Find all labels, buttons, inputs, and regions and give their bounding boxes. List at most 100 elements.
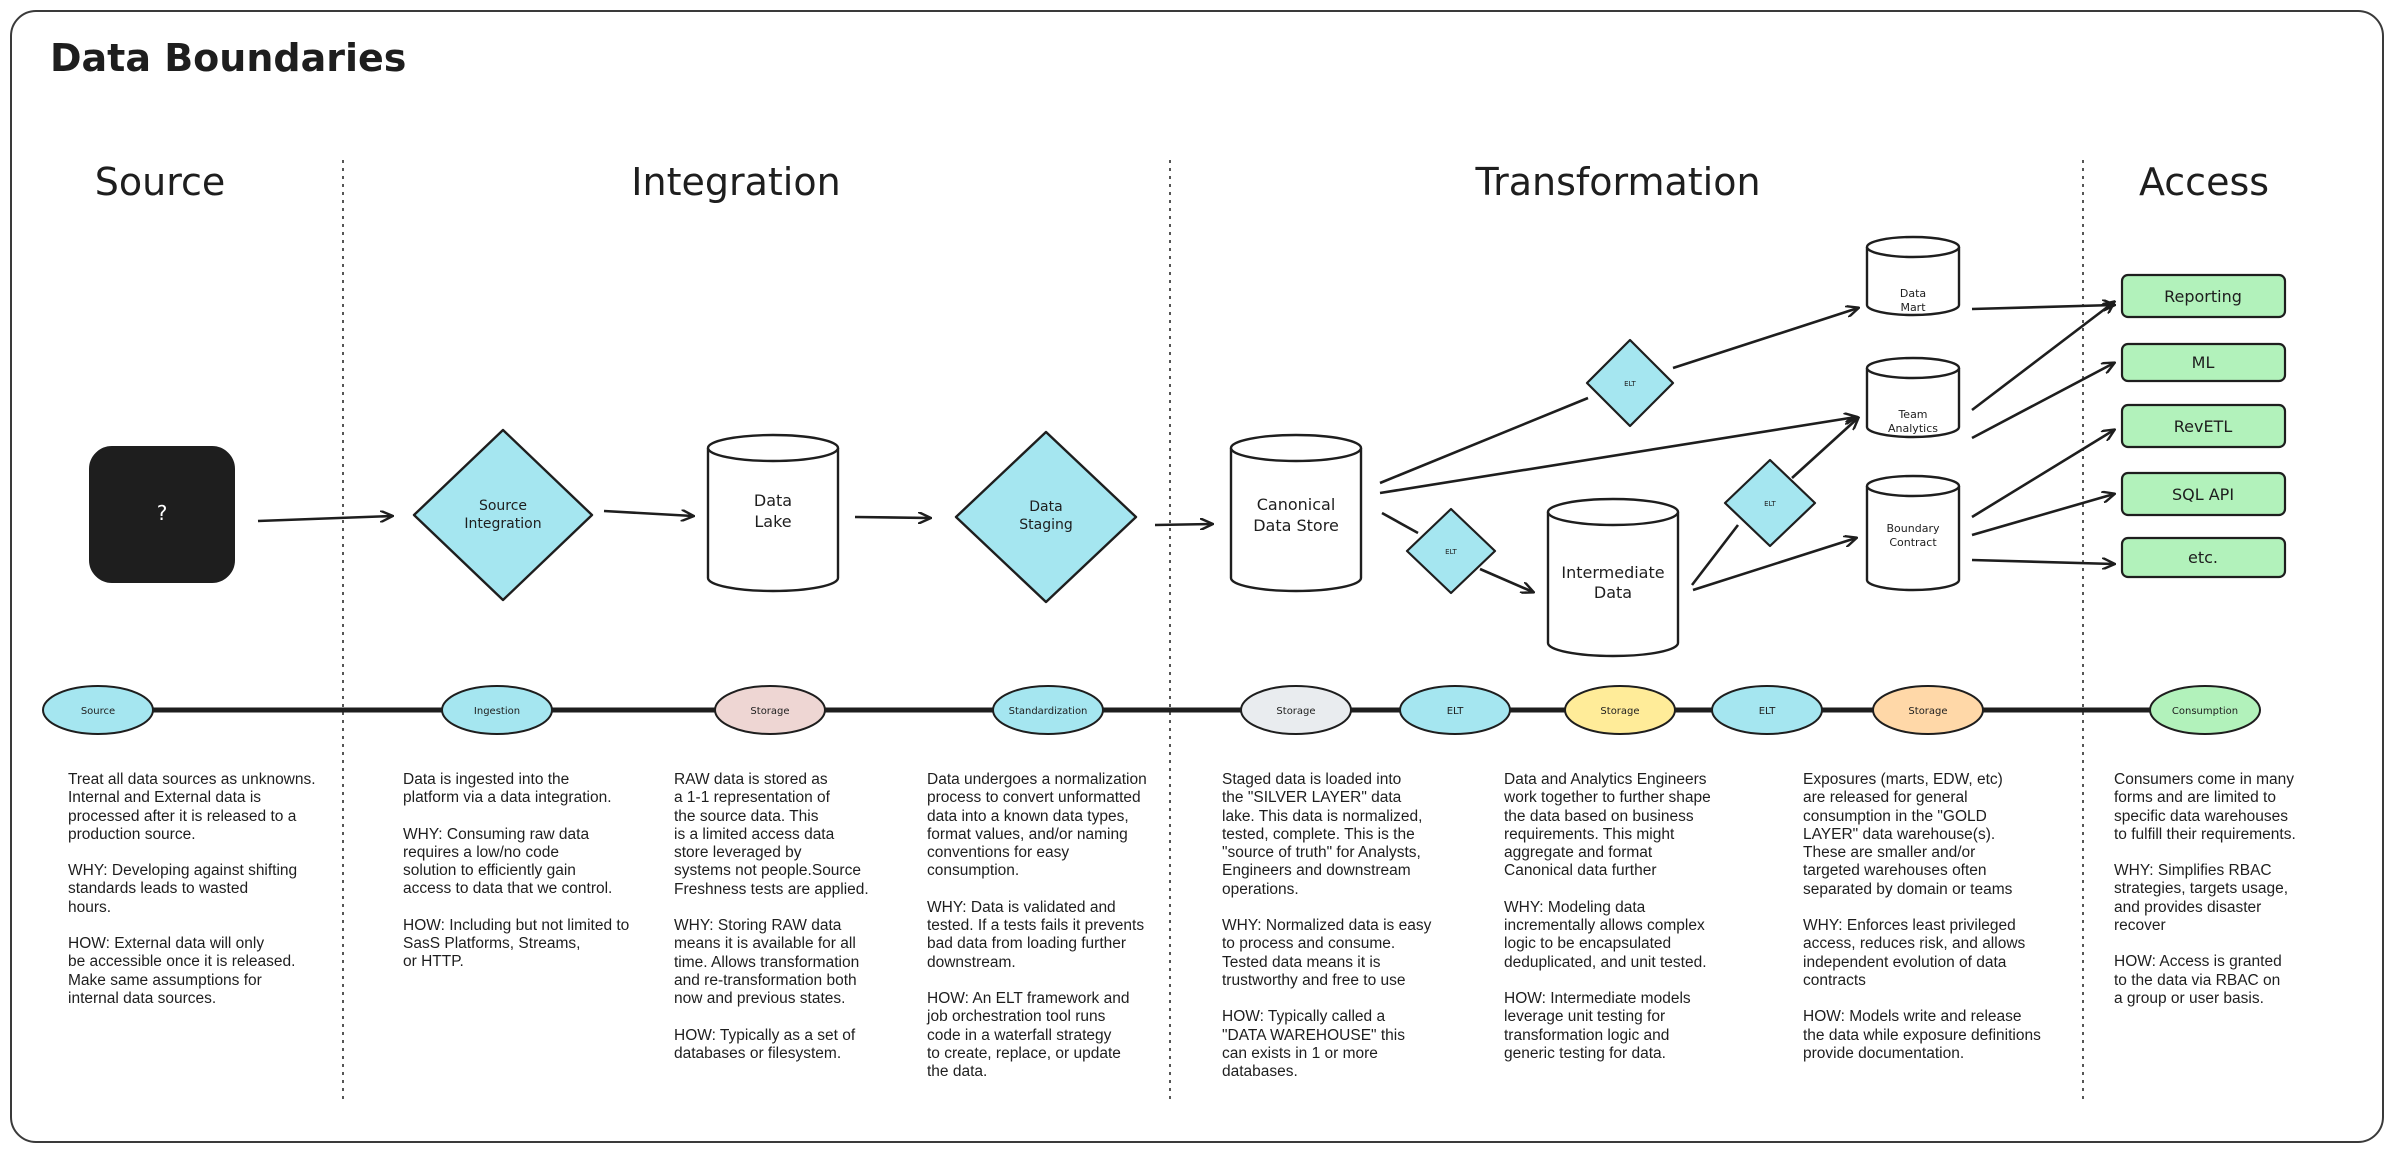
access-reporting: Reporting: [2120, 273, 2287, 319]
description-consumption: Consumers come in many forms and are lim…: [2114, 771, 2364, 1026]
data-staging-node: Data Staging: [954, 430, 1138, 604]
timeline-pill-elt-7: ELT: [1711, 685, 1823, 735]
access-sql-api: SQL API: [2120, 471, 2287, 517]
canonical-label-2: Data Store: [1253, 516, 1339, 535]
unknown-source-label: ?: [157, 501, 168, 525]
description-gold-storage: Exposures (marts, EDW, etc) are released…: [1803, 771, 2073, 1081]
description-modeling-why: WHY: Modeling data incrementally allows …: [1504, 898, 1707, 971]
arrow-elt-upper-to-mart: [1672, 308, 1858, 370]
elt-lower-diamond: ELT: [1405, 507, 1497, 595]
intermediate-data-node: Intermediate Data: [1546, 497, 1680, 658]
intermediate-label-2: Data: [1594, 583, 1632, 602]
timeline-pill-label: Ingestion: [474, 706, 520, 717]
description-gold-storage-how: HOW: Models write and release the data w…: [1803, 1008, 2041, 1062]
access-boxes: Reporting ML RevETL SQL API etc.: [2120, 273, 2287, 579]
access-etc: etc.: [2120, 536, 2287, 579]
elt-upper-label: ELT: [1624, 380, 1636, 388]
arrow-contract-to-revetl: [1971, 430, 2114, 519]
access-etc-label: etc.: [2188, 548, 2218, 567]
timeline-pills: Source Ingestion Storage Standardization Sto…: [42, 685, 2261, 735]
data-mart-node: Data Mart: [1865, 235, 1961, 317]
access-revetl-label: RevETL: [2174, 417, 2233, 436]
phase-source-heading: Source: [95, 160, 226, 204]
description-modeling-how: HOW: Intermediate models leverage unit t…: [1504, 989, 1691, 1062]
timeline-pill-standardization-3: Standardization: [992, 685, 1104, 735]
source-integration-label-1: Source: [479, 498, 527, 514]
data-mart-label-2: Mart: [1900, 301, 1926, 314]
data-mart-label-1: Data: [1900, 287, 1926, 300]
elt-mid-label: ELT: [1764, 500, 1776, 508]
timeline-pill-consumption-9: Consumption: [2149, 685, 2261, 735]
phase-integration-heading: Integration: [631, 160, 840, 204]
timeline-pill-ingestion-1: Ingestion: [441, 685, 553, 735]
line-intermediate-to-elt-mid: [1690, 524, 1740, 586]
data-lake-label-2: Lake: [754, 512, 791, 531]
access-ml: ML: [2120, 342, 2287, 383]
arrow-lake-to-staging: [854, 517, 930, 518]
timeline-pill-label: ELT: [1447, 706, 1465, 717]
timeline-pill-storage-2: Storage: [714, 685, 826, 735]
boundary-contract-node: Boundary Contract: [1865, 474, 1961, 592]
elt-upper-diamond: ELT: [1585, 338, 1675, 428]
timeline-pill-storage-8: Storage: [1872, 685, 1984, 735]
arrow-staging-to-canonical: [1154, 524, 1212, 525]
access-revetl: RevETL: [2120, 403, 2287, 449]
description-source: Treat all data sources as unknowns. Inte…: [68, 771, 338, 1026]
description-raw-storage-how: HOW: Typically as a set of databases or …: [674, 1026, 856, 1062]
description-source-why: WHY: Developing against shifting standar…: [68, 862, 298, 916]
description-ingestion-why: WHY: Consuming raw data requires a low/n…: [403, 825, 613, 898]
unknown-source-node: ?: [89, 446, 235, 583]
description-ingestion: Data is ingested into the platform via a…: [403, 771, 673, 990]
description-standardization-what: Data undergoes a normalization process t…: [927, 771, 1147, 880]
timeline-pill-label: Storage: [1600, 706, 1639, 717]
description-consumption-what: Consumers come in many forms and are lim…: [2114, 771, 2296, 843]
timeline-pill-label: Consumption: [2172, 706, 2238, 717]
arrow-canonical-to-team: [1379, 417, 1856, 495]
diagram-frame: [10, 10, 2384, 1143]
timeline-pill-label: Storage: [750, 706, 789, 717]
data-lake-label-1: Data: [754, 491, 792, 510]
phase-access-heading: Access: [2139, 160, 2269, 204]
elt-lower-label: ELT: [1445, 548, 1457, 556]
description-gold-storage-what: Exposures (marts, EDW, etc) are released…: [1803, 771, 2013, 898]
data-staging-label-2: Staging: [1019, 517, 1073, 533]
description-silver-storage-why: WHY: Normalized data is easy to process …: [1222, 917, 1432, 989]
arrow-integration-to-lake: [603, 511, 693, 516]
description-raw-storage-what: RAW data is stored as a 1-1 representati…: [674, 771, 869, 898]
team-analytics-node: Team Analytics: [1865, 356, 1961, 439]
timeline-pill-label: ELT: [1759, 706, 1777, 717]
arrow-contract-to-etc: [1971, 560, 2114, 564]
description-silver-storage: Staged data is loaded into the "SILVER L…: [1222, 771, 1492, 1099]
timeline-pill-label: Standardization: [1009, 706, 1088, 717]
timeline-pill-elt-5: ELT: [1399, 685, 1511, 735]
arrow-mart-to-reporting: [1971, 305, 2114, 309]
timeline-pill-storage-4: Storage: [1240, 685, 1352, 735]
team-analytics-label-2: Analytics: [1888, 422, 1938, 435]
arrow-intermediate-to-contract: [1692, 538, 1856, 592]
boundary-contract-label-2: Contract: [1889, 536, 1937, 549]
description-source-what: Treat all data sources as unknowns. Inte…: [68, 771, 316, 843]
description-standardization: Data undergoes a normalization process t…: [927, 771, 1197, 1099]
line-canonical-to-elt-lower: [1381, 511, 1419, 535]
description-consumption-how: HOW: Access is granted to the data via R…: [2114, 953, 2282, 1007]
arrow-elt-mid-to-team: [1791, 418, 1858, 479]
canonical-data-store-node: Canonical Data Store: [1229, 433, 1363, 593]
description-source-how: HOW: External data will only be accessib…: [68, 935, 296, 1007]
elt-mid-diamond: ELT: [1723, 458, 1817, 548]
access-sql-api-label: SQL API: [2172, 485, 2234, 504]
timeline-pill-source-0: Source: [42, 685, 154, 735]
timeline-pill-label: Source: [81, 706, 115, 717]
boundary-contract-label-1: Boundary: [1887, 522, 1940, 535]
arrow-team-to-ml: [1971, 363, 2114, 440]
timeline-pill-label: Storage: [1908, 706, 1947, 717]
timeline-pill-label: Storage: [1276, 706, 1315, 717]
data-lake-node: Data Lake: [706, 433, 840, 593]
canonical-label-1: Canonical: [1257, 495, 1336, 514]
description-ingestion-how: HOW: Including but not limited to SasS P…: [403, 916, 630, 971]
description-ingestion-what: Data is ingested into the platform via a…: [403, 771, 612, 807]
source-integration-node: Source Integration: [412, 428, 594, 602]
description-silver-storage-what: Staged data is loaded into the "SILVER L…: [1222, 771, 1423, 898]
description-raw-storage-why: WHY: Storing RAW data means it is availa…: [674, 917, 860, 1008]
diagram-title: Data Boundaries: [50, 36, 406, 80]
